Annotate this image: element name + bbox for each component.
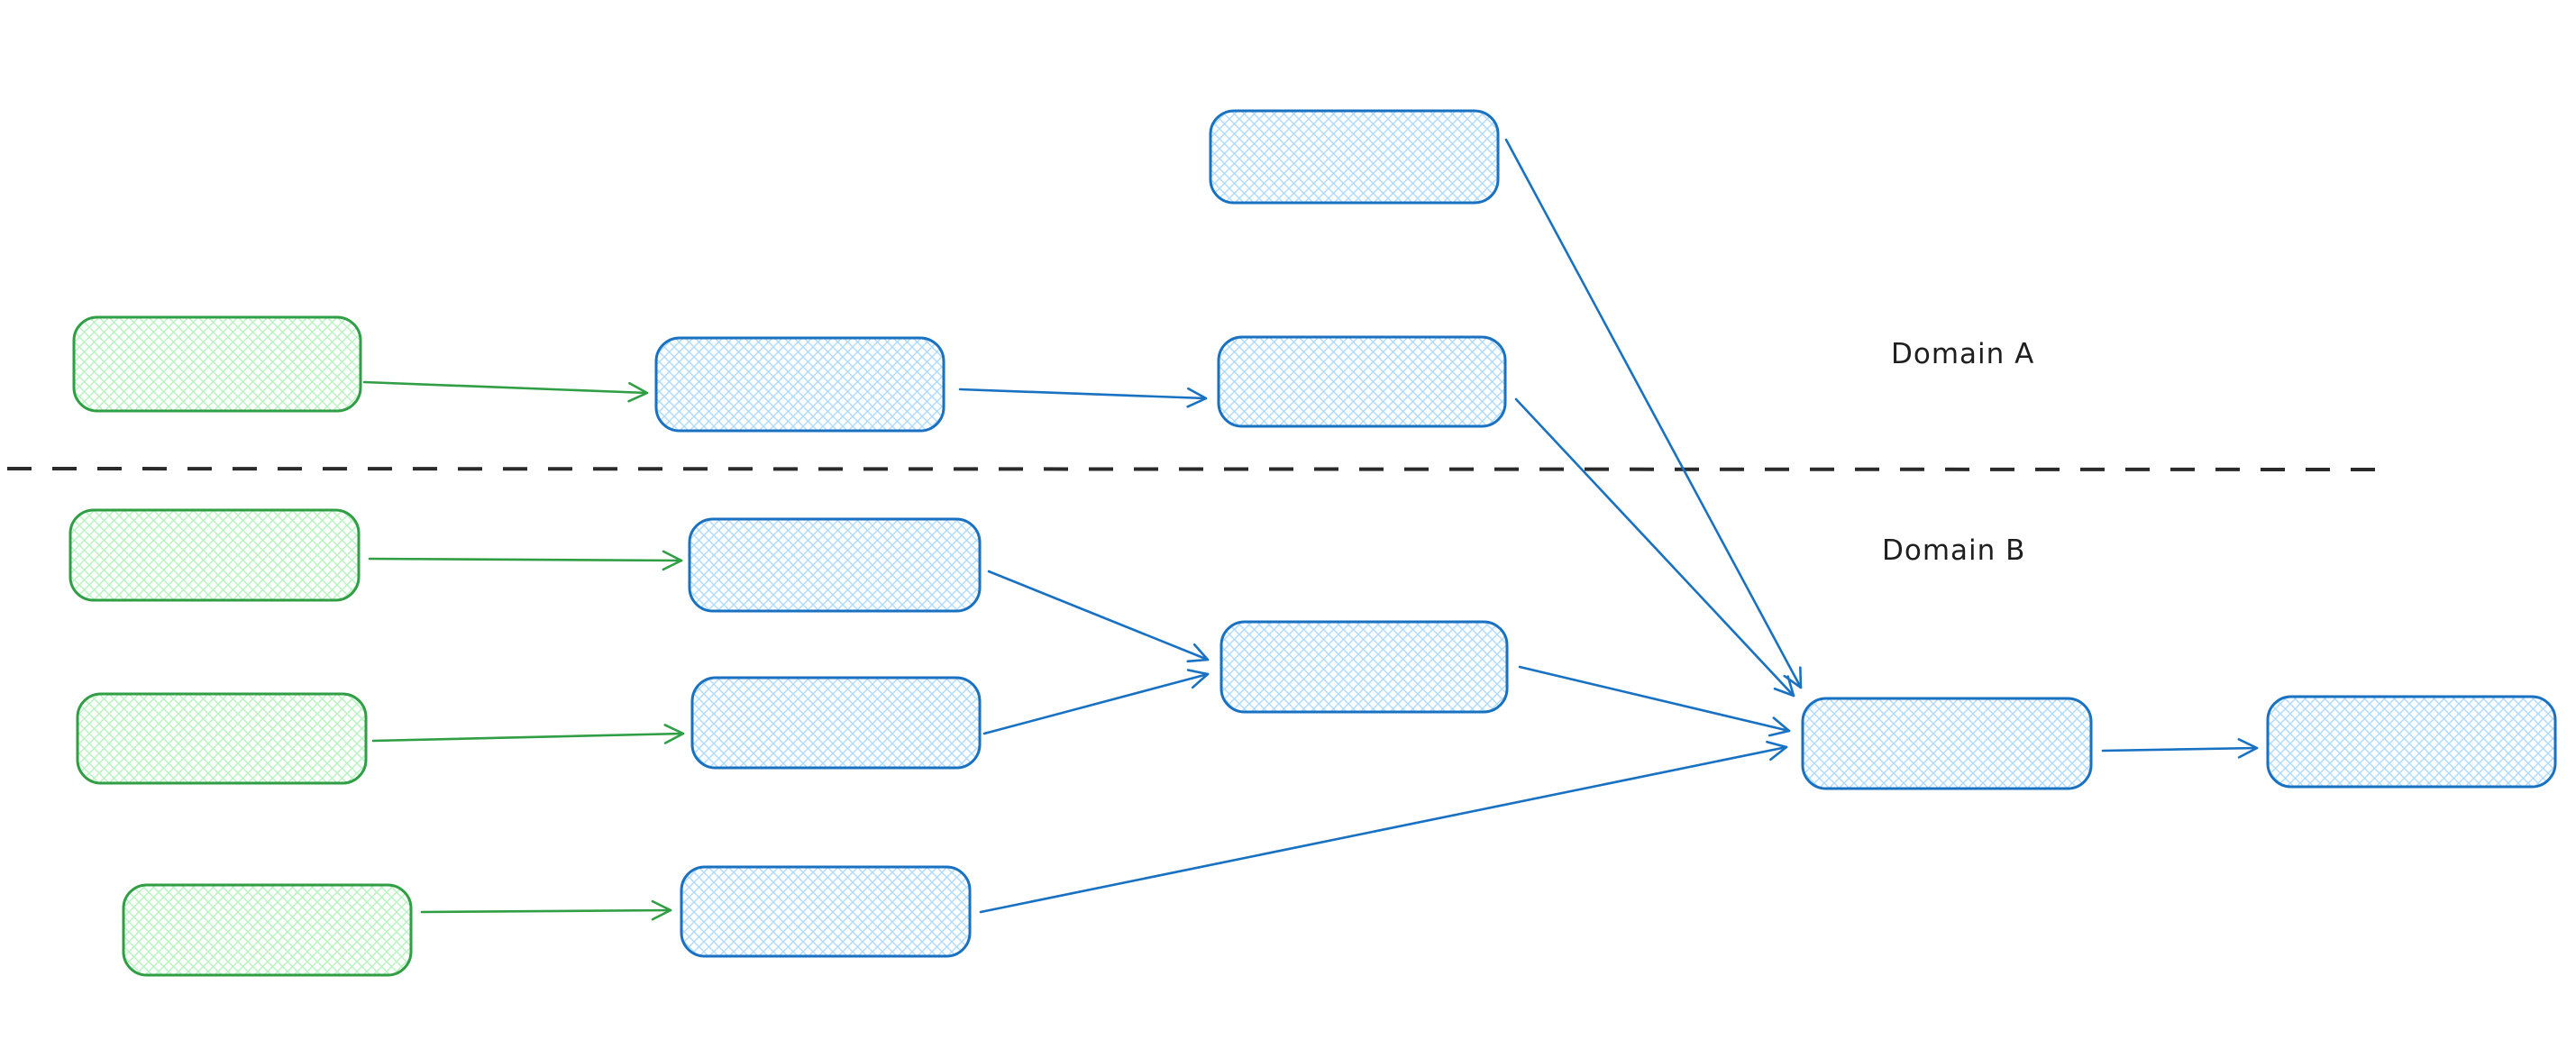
domain-a-label: Domain A xyxy=(1891,338,2034,370)
node-blue-output[interactable] xyxy=(2266,695,2557,789)
arrow-b3-to-convergence[interactable] xyxy=(979,740,1788,914)
domain-b-label: Domain B xyxy=(1882,534,2025,567)
node-green-source-b2[interactable] xyxy=(76,692,368,785)
arrow-convergence-to-output[interactable] xyxy=(2101,738,2259,759)
node-blue-stage-b2[interactable] xyxy=(690,676,982,770)
node-blue-stage-b1[interactable] xyxy=(688,517,982,613)
arrow-green-b1-to-b1[interactable] xyxy=(368,550,683,571)
arrow-b1-to-merge[interactable] xyxy=(987,570,1210,663)
node-blue-top-a[interactable] xyxy=(1209,109,1500,205)
arrow-green-a-to-a1[interactable] xyxy=(362,380,649,403)
arrow-a2-to-convergence[interactable] xyxy=(1514,397,1795,698)
arrow-green-b3-to-b3[interactable] xyxy=(420,899,672,921)
arrow-b2-to-merge[interactable] xyxy=(982,669,1210,735)
node-blue-stage-a2[interactable] xyxy=(1217,335,1507,428)
domain-divider-dashed-line[interactable] xyxy=(6,467,2395,471)
node-blue-merge-b[interactable] xyxy=(1219,620,1509,714)
arrow-green-b2-to-b2[interactable] xyxy=(371,724,685,744)
node-green-source-b1[interactable] xyxy=(69,508,361,602)
node-green-source-a[interactable] xyxy=(72,315,362,413)
node-blue-stage-b3[interactable] xyxy=(680,865,972,958)
arrow-a1-to-a2[interactable] xyxy=(958,387,1208,408)
node-blue-stage-a1[interactable] xyxy=(654,336,945,433)
node-green-source-b3[interactable] xyxy=(122,883,413,977)
arrow-top-a-to-convergence[interactable] xyxy=(1504,138,1803,689)
node-blue-convergence[interactable] xyxy=(1801,697,2093,790)
arrow-merge-to-convergence[interactable] xyxy=(1518,665,1791,737)
